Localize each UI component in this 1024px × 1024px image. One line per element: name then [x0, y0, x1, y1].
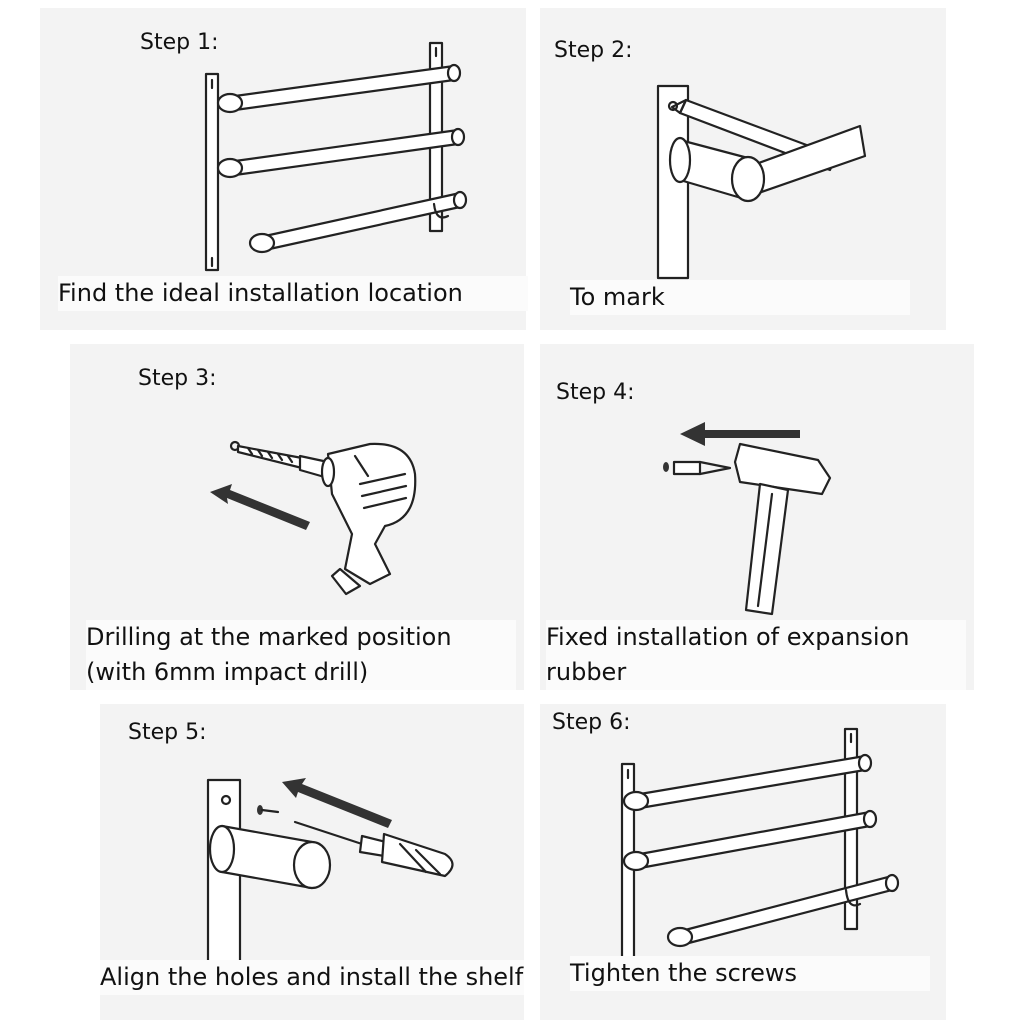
- step-5-panel: Step 5: Align the holes and install the …: [100, 704, 524, 1020]
- step-5-label: Step 5:: [128, 720, 207, 745]
- hammer-illustration: [663, 422, 832, 616]
- step-3-label: Step 3:: [138, 366, 217, 391]
- step-1-caption: Find the ideal installation location: [58, 276, 528, 311]
- step-4-caption: Fixed installation of expansion rubber: [546, 620, 966, 690]
- drill-illustration: [210, 440, 417, 596]
- step-6-panel: Step 6: Tighten the screws: [540, 704, 946, 1020]
- towel-rack-illustration: [204, 41, 468, 272]
- screwdriver-illustration: [206, 778, 454, 972]
- marking-illustration: [656, 84, 867, 280]
- step-4-label: Step 4:: [556, 380, 635, 405]
- step-3-caption: Drilling at the marked position (with 6m…: [86, 620, 516, 690]
- step-1-label: Step 1:: [140, 30, 219, 55]
- step-6-label: Step 6:: [552, 710, 631, 735]
- step-6-caption: Tighten the screws: [570, 956, 930, 991]
- step-4-panel: Step 4: Fixed installation of expansion …: [540, 344, 974, 690]
- step-1-panel: Step 1: Find the ideal installation loca…: [40, 8, 528, 330]
- step-2-label: Step 2:: [554, 38, 633, 63]
- step-5-caption: Align the holes and install the shelf: [100, 960, 524, 995]
- step-2-caption: To mark: [570, 280, 910, 315]
- completed-rack-illustration: [620, 727, 900, 986]
- step-2-panel: Step 2: To mark: [540, 8, 946, 330]
- step-3-panel: Step 3: Drilling at the marked position …: [70, 344, 524, 690]
